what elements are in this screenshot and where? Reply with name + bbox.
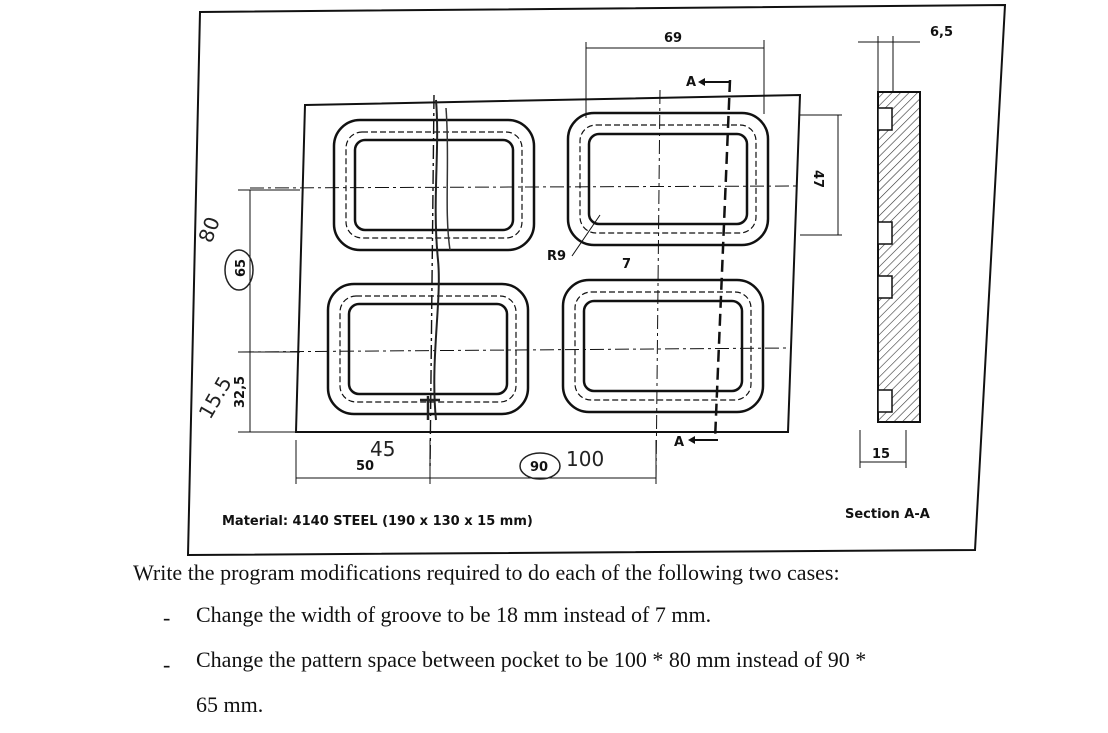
engineering-drawing: A A 69 47 R9 7 65 80 32,5 15.5 45 50 (186, 3, 1007, 557)
case-2-text-cont: 65 mm. (196, 692, 264, 717)
groove-width-label: 7 (622, 257, 631, 272)
section-view: 6,5 15 (858, 25, 953, 468)
dimension-pitch-y: 65 80 32,5 15.5 (194, 189, 300, 433)
section-marker-bottom: A (674, 435, 684, 450)
bullet-2: - (163, 652, 171, 677)
handwritten-15-5: 15.5 (194, 372, 237, 423)
handwritten-100: 100 (566, 447, 604, 471)
pocket-bottom-right (561, 278, 765, 414)
pocket-bottom-left (326, 282, 530, 416)
radius-label: R9 (547, 249, 566, 264)
svg-text:69: 69 (664, 31, 682, 46)
section-cut-line: A A (674, 75, 732, 450)
svg-text:65: 65 (234, 259, 249, 277)
svg-text:47: 47 (810, 170, 825, 188)
dimension-47: 47 (800, 114, 842, 236)
section-marker-top: A (686, 75, 696, 90)
drawing-border (186, 3, 1007, 557)
dimension-edge-x: 50 (356, 459, 374, 474)
question-intro: Write the program modifications required… (133, 560, 840, 585)
case-1-text: Change the width of groove to be 18 mm i… (196, 602, 712, 627)
plate-top-view (239, 89, 802, 483)
handwritten-45: 45 (370, 437, 395, 461)
handwritten-80: 80 (194, 214, 225, 246)
dimension-6-5: 6,5 (930, 25, 953, 40)
section-label: Section A-A (845, 507, 930, 522)
bullet-1: - (163, 605, 171, 630)
pocket-top-right (566, 111, 770, 247)
dimension-bottom: 45 50 90 100 (295, 437, 657, 484)
dimension-69: 69 (585, 31, 765, 118)
case-2-text: Change the pattern space between pocket … (196, 647, 867, 672)
dimension-pitch-x: 90 (530, 460, 548, 475)
dimension-thickness: 15 (872, 447, 890, 462)
dimension-edge-y: 32,5 (233, 376, 248, 408)
material-note: Material: 4140 STEEL (190 x 130 x 15 mm) (222, 514, 533, 529)
